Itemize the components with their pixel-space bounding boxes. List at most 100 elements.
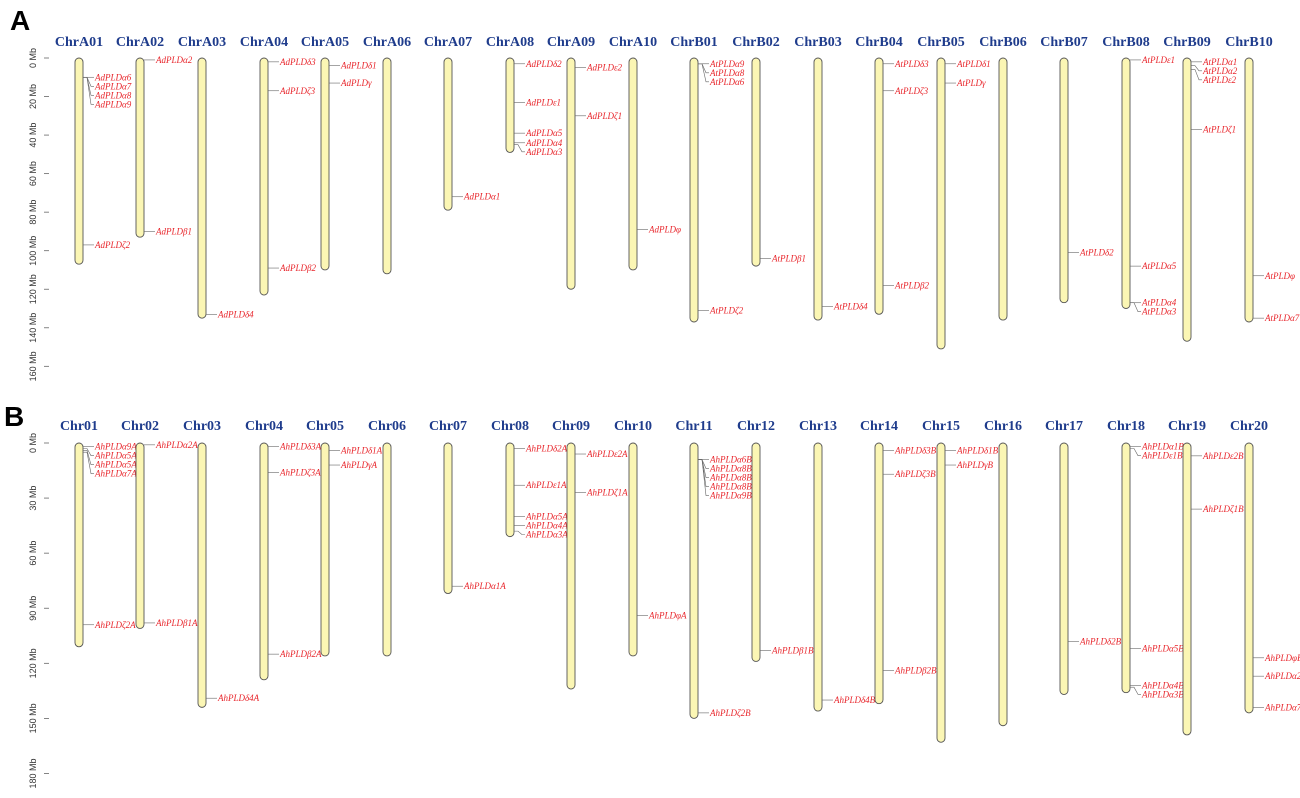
chromosome-bar (936, 57, 946, 350)
gene-label-ahpld-6b: AhPLDα6B (709, 455, 752, 465)
gene-leader-line (83, 451, 94, 474)
gene-leader-line (83, 450, 94, 465)
chromosome-name: ChrB09 (1163, 35, 1210, 50)
chromosome-name: Chr03 (183, 419, 221, 434)
gene-label-adpld-3: AdPLDα3 (525, 147, 563, 157)
chromosome-bar (751, 57, 761, 267)
gene-label-ahpld-8b3: AhPLDα8B3 (709, 482, 757, 492)
axis-tick-label: 100 Mb (28, 236, 38, 266)
gene-label-ahpld-2a: AhPLDβ2A (279, 649, 322, 659)
gene-label-ahpld-5a2: AhPLDα5A2 (94, 460, 142, 470)
chromosome-chr11: Chr11AhPLDα6BAhPLDα8B1AhPLDα8B2AhPLDα8B3… (675, 419, 757, 719)
chromosome-chra01: ChrA01AdPLDα6AdPLDα7AdPLDα8AdPLDα9AdPLDζ… (55, 35, 132, 265)
chromosome-name: Chr19 (1168, 419, 1206, 434)
axis-tick-label: 0 Mb (28, 48, 38, 68)
chromosome-bar (320, 442, 330, 657)
chromosome-name: Chr18 (1107, 419, 1145, 434)
chromosome-name: ChrA02 (116, 35, 164, 50)
gene-label-ahpld-3a: AhPLDδ3A (279, 442, 322, 452)
gene-label-atpld: AtPLDγ (956, 78, 986, 88)
chromosome-bar (1244, 442, 1254, 714)
chromosome-chra08: ChrA08AdPLDδ2AdPLDε1AdPLDα5AdPLDα4AdPLDα… (486, 35, 563, 157)
gene-label-adpld-5: AdPLDα5 (525, 128, 563, 138)
chromosome-name: ChrB08 (1102, 35, 1149, 50)
gene-leader-line (514, 144, 525, 153)
chromosome-bar (998, 442, 1008, 727)
chromosome-name: Chr08 (491, 419, 529, 434)
chromosome-name: Chr01 (60, 419, 98, 434)
chromosome-name: ChrA10 (609, 35, 657, 50)
axis-tick-label: 0 Mb (28, 433, 38, 453)
gene-label-atpld-1: AtPLDδ1 (956, 59, 991, 69)
chromosome-chrb06: ChrB06 (979, 35, 1027, 321)
gene-label-ahpld-a: AhPLDφA (648, 611, 687, 621)
chromosome-chr01: Chr01AhPLDα9AAhPLDα5A1AhPLDα5A2AhPLDα7AA… (60, 419, 142, 648)
gene-label-ahpld-7b: AhPLDα7B (1264, 702, 1300, 712)
axis-tick-label: 180 Mb (28, 758, 38, 788)
gene-label-ahpld-2a: AhPLDδ2A (525, 444, 568, 454)
chromosome-bar (566, 442, 576, 690)
chromosome-name: Chr13 (799, 419, 837, 434)
chromosome-bar (197, 442, 207, 708)
gene-label-adpld-3: AdPLDζ3 (279, 86, 316, 96)
chromosome-bar (566, 57, 576, 290)
chromosome-name: Chr15 (922, 419, 960, 434)
gene-label-ahpld-3b: AhPLDδ3B (894, 445, 937, 455)
axis-tick-label: 80 Mb (28, 200, 38, 225)
gene-label-ahpld-4b: AhPLDα4B (1141, 680, 1184, 690)
gene-label-adpld-2: AdPLDε2 (586, 63, 623, 73)
chromosome-bar (1182, 442, 1192, 736)
chromosome-bar (874, 57, 884, 315)
gene-label-ahpld-1a: AhPLDα1A (463, 581, 506, 591)
gene-label-atpld-2: AtPLDα2 (1202, 66, 1238, 76)
gene-leader-line (1130, 686, 1141, 695)
gene-label-ahpld-5b: AhPLDα5B (1141, 644, 1184, 654)
gene-label-adpld-4: AdPLDα4 (525, 138, 563, 148)
chromosome-name: ChrB06 (979, 35, 1026, 50)
axis-tick-label: 40 Mb (28, 123, 38, 148)
chromosome-bar (1121, 442, 1131, 694)
chromosome-bar (74, 442, 84, 648)
gene-label-ahpld-1a: AhPLDβ1A (155, 618, 198, 628)
chromosome-bar (1182, 57, 1192, 342)
gene-label-ahpld-1a: AhPLDζ1A (586, 488, 628, 498)
chromosome-name: Chr10 (614, 419, 652, 434)
axis-tick-label: 90 Mb (28, 596, 38, 621)
gene-label-adpld-2: AdPLDβ2 (279, 263, 316, 273)
gene-label-ahpld-8b2: AhPLDα8B2 (709, 473, 757, 483)
chromosome-name: Chr20 (1230, 419, 1268, 434)
gene-label-adpld-3: AdPLDδ3 (279, 57, 316, 67)
chromosome-chr08: Chr08AhPLDδ2AAhPLDε1AAhPLDα5AAhPLDα4AAhP… (491, 419, 568, 540)
gene-label-ahpld-1b: AhPLDζ1B (1202, 504, 1244, 514)
gene-label-atpld-6: AtPLDα6 (709, 77, 745, 87)
gene-label-atpld-4: AtPLDδ4 (833, 302, 868, 312)
gene-label-ahpld-1a: AhPLDε1A (525, 480, 567, 490)
chromosome-name: Chr02 (121, 419, 159, 434)
chromosome-name: Chr12 (737, 419, 775, 434)
gene-label-ahpld-1b: AhPLDβ1B (771, 645, 814, 655)
gene-label-adpld: AdPLDγ (340, 78, 372, 88)
gene-label-ahpld-1b: AhPLDα1B (1141, 442, 1184, 452)
gene-label-adpld-4: AdPLDδ4 (217, 309, 254, 319)
chromosome-name: Chr14 (860, 419, 898, 434)
chromosome-chr20: Chr20AhPLDφBAhPLDα2BAhPLDα7B (1230, 419, 1300, 714)
chromosome-bar (505, 442, 515, 538)
chromosome-bar (443, 442, 453, 595)
chromosome-bar (689, 57, 699, 323)
panel-letter: B (4, 401, 24, 432)
gene-label-atpld-7: AtPLDα7 (1264, 313, 1300, 323)
gene-label-ahpld-2a: AhPLDζ2A (94, 620, 136, 630)
axis-tick-label: 60 Mb (28, 161, 38, 186)
axis-tick-label: 60 Mb (28, 541, 38, 566)
